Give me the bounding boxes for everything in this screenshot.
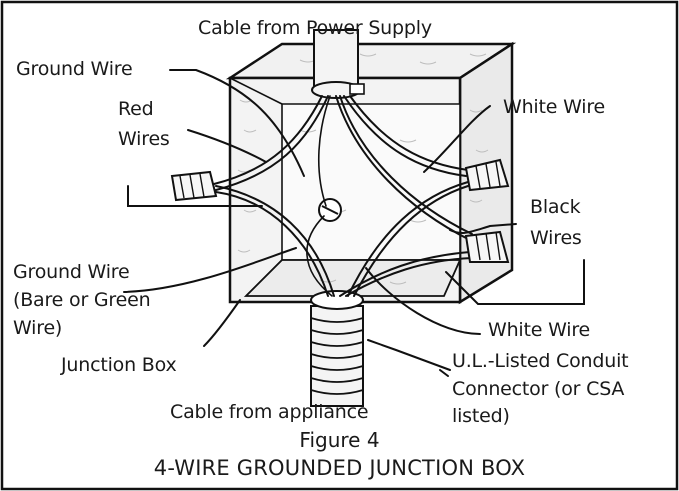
caption-figure-number: Figure 4 <box>299 428 380 452</box>
label-white-wire-top: White Wire <box>503 96 606 118</box>
label-black-wires-line2: Wires <box>530 227 582 249</box>
label-red-wires-line2: Wires <box>118 128 170 150</box>
wire-nut-right-bottom <box>464 230 510 263</box>
wire-nut-left <box>170 170 218 202</box>
label-ground-wire-bottom-line1: Ground Wire <box>13 261 130 283</box>
label-cable-appliance: Cable from appliance <box>170 401 369 423</box>
label-conduit-line1: U.L.-Listed Conduit <box>452 350 629 372</box>
label-conduit-line3: listed) <box>452 405 510 427</box>
label-junction-box: Junction Box <box>61 354 177 376</box>
leader-lines <box>123 69 585 377</box>
label-red-wires-line1: Red <box>118 98 154 120</box>
top-conduit <box>311 29 365 99</box>
label-ground-wire-bottom-line3: Wire) <box>13 317 63 339</box>
label-ground-wire-top: Ground Wire <box>16 58 133 80</box>
label-black-wires-line1: Black <box>530 196 581 218</box>
bottom-conduit <box>310 305 364 407</box>
caption-title: 4-WIRE GROUNDED JUNCTION BOX <box>153 456 526 480</box>
label-conduit-line2: Connector (or CSA <box>452 378 625 400</box>
wires <box>213 95 473 297</box>
wire-nut-right-top <box>464 158 510 192</box>
label-cable-power-supply: Cable from Power Supply <box>198 17 432 39</box>
label-white-wire-bottom: White Wire <box>488 319 591 341</box>
label-ground-wire-bottom-line2: (Bare or Green <box>13 289 151 311</box>
